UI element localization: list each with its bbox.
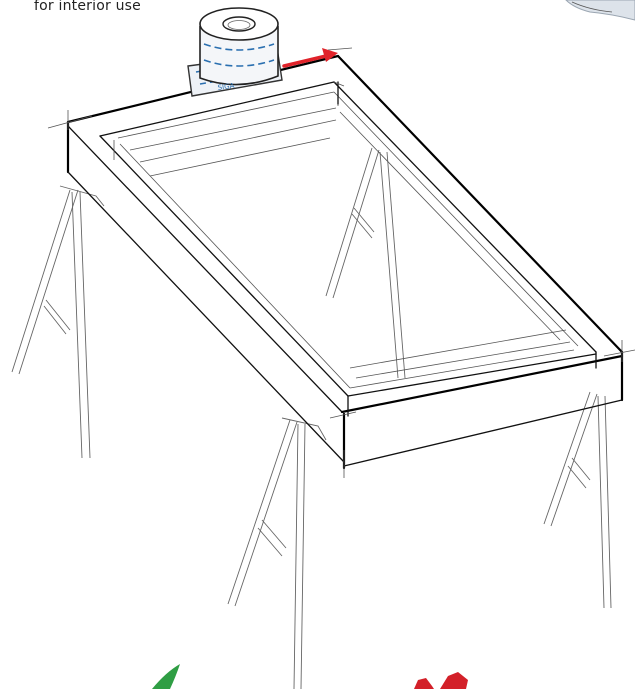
cross-icon [414, 672, 468, 689]
sawhorse-front-left [227, 417, 327, 689]
sawhorse-back-right [325, 147, 406, 379]
packaging-corner [565, 0, 635, 21]
usage-caption: for interior use [34, 0, 141, 14]
window-frame [47, 47, 635, 478]
arrow-right-icon [282, 48, 338, 68]
sawhorse-front-right [543, 391, 612, 609]
tape-brand-label: SIGA [217, 82, 235, 92]
tape-roll: SIGA [187, 7, 283, 97]
sawhorse-back-left [11, 185, 105, 459]
checkmark-icon [152, 664, 180, 689]
